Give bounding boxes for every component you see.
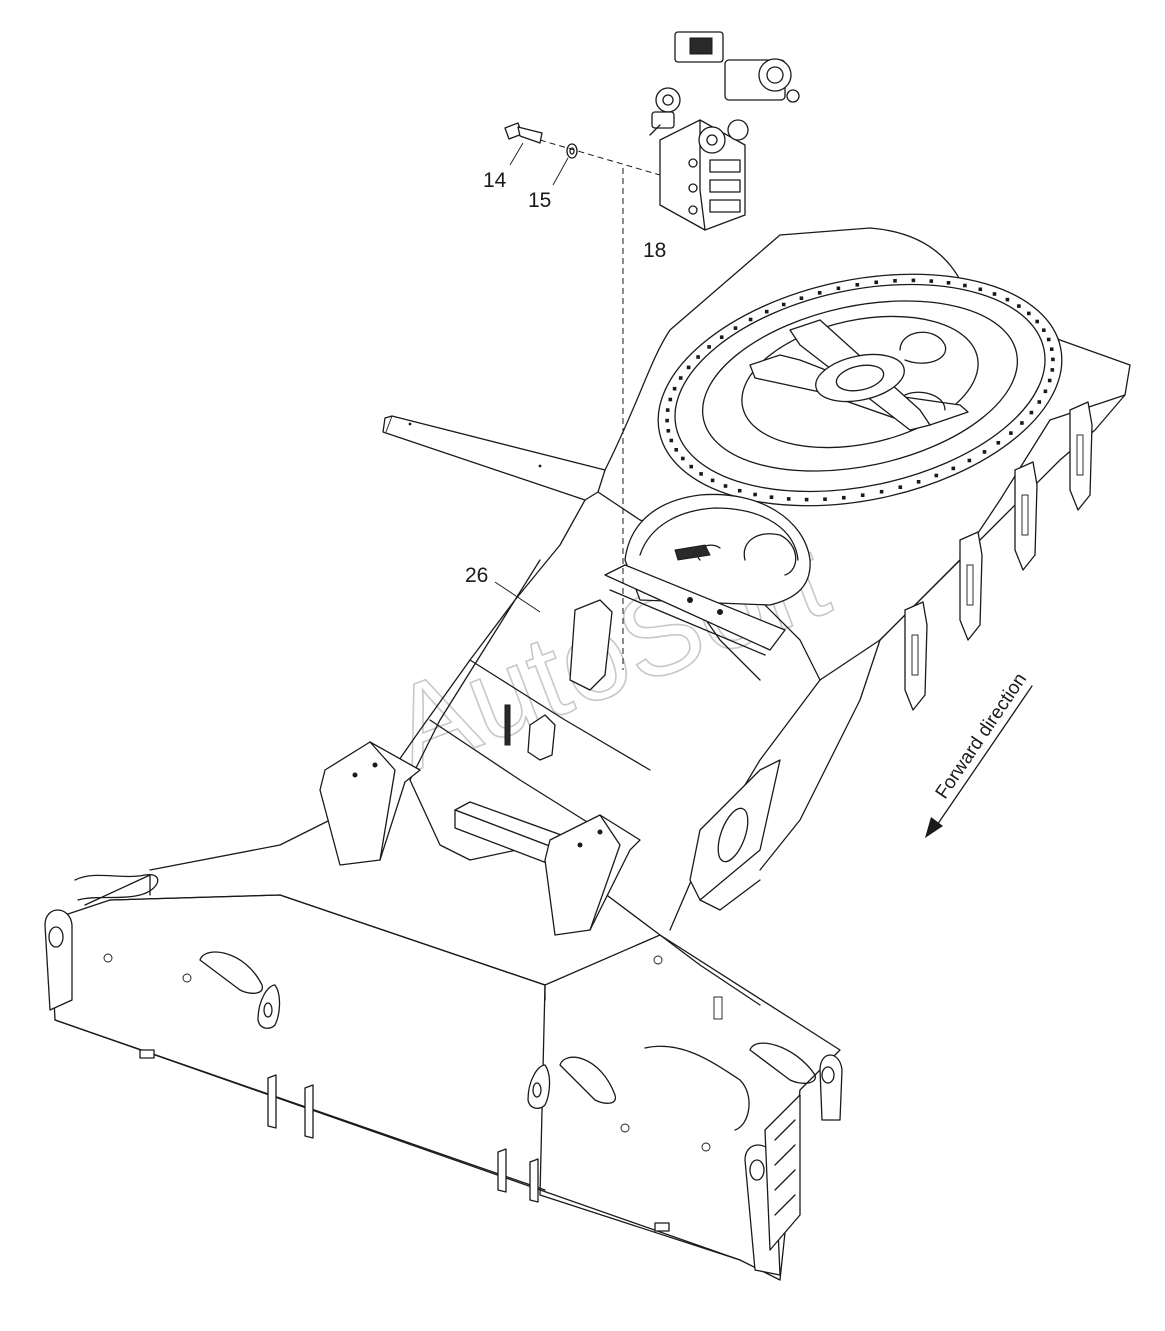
callout-15: 15 (528, 189, 551, 212)
ring-bolt-hole (769, 495, 774, 499)
centre-opening (624, 493, 811, 606)
outrigger-bracket-slot (1076, 434, 1084, 476)
ring-bolt-hole (1005, 297, 1010, 302)
ring-bolt-hole (686, 365, 691, 370)
ring-bolt-hole (1029, 410, 1034, 415)
washer-15 (566, 143, 578, 159)
mounting-towers (319, 741, 641, 936)
ring-bolt-hole (681, 456, 685, 461)
ring-bolt-hole (1043, 389, 1048, 394)
ring-bolt-hole (911, 278, 916, 283)
ring-bolt-hole (672, 386, 677, 391)
ring-bolt-hole (666, 429, 671, 433)
ring-bolt-hole (898, 485, 903, 489)
ring-bolt-hole (893, 279, 897, 283)
ring-bolt-hole (665, 418, 669, 423)
rear-cross-beam (44, 874, 843, 1281)
ring-bolt-hole (1051, 357, 1055, 362)
forward-direction-indicator: Forward direction (925, 669, 1033, 838)
ring-bolt-hole (748, 317, 753, 322)
ring-bolt-hole (753, 492, 757, 497)
ring-bolt-hole (934, 473, 939, 478)
ring-bolt-hole (817, 291, 822, 295)
ring-bolt-hole (855, 283, 860, 287)
outrigger-bracket-slot (1021, 494, 1029, 536)
ring-bolt-hole (967, 458, 972, 463)
outrigger-bracket-plate (1014, 461, 1038, 571)
bolt-axis-line (539, 139, 661, 176)
outrigger-bracket-plate (904, 601, 928, 711)
ring-bolt-hole (996, 441, 1001, 445)
ring-bolt-hole (978, 287, 983, 292)
ring-bolt-hole (733, 326, 738, 330)
ring-bolt-hole (982, 450, 987, 454)
ring-bolt-hole (1020, 421, 1024, 425)
ring-bolt-hole (992, 292, 997, 296)
ring-bolt-holes (665, 278, 1055, 502)
ring-bolt-hole (1037, 400, 1042, 404)
callout-26: 26 (465, 564, 488, 587)
ring-bolt-hole (668, 397, 673, 402)
ring-bolt-hole (874, 280, 878, 285)
cross-member (604, 564, 786, 656)
ring-bolt-hole (799, 296, 804, 300)
slewing-ring (657, 273, 1063, 507)
ring-bolt-hole (951, 466, 956, 471)
ring-bolt-hole (1046, 337, 1051, 342)
ring-bolt-hole (842, 495, 846, 500)
ring-bolt-hole (916, 480, 921, 484)
ring-bolt-hole (1017, 304, 1021, 308)
ring-bolt-hole (1035, 319, 1039, 324)
ring-bolt-hole (707, 345, 711, 349)
ring-bolt-hole (836, 286, 841, 291)
callout-18: 18 (643, 239, 666, 262)
ring-bolt-hole (665, 408, 670, 412)
ring-bolt-hole (737, 488, 742, 493)
ring-bolt-hole (674, 448, 678, 452)
ring-bolt-hole (699, 472, 703, 476)
ring-bolt-hole (1042, 328, 1046, 332)
valve-block-18 (649, 31, 800, 231)
callout-14: 14 (483, 169, 507, 192)
callout-leaders (494, 142, 569, 613)
ring-bolt-hole (879, 489, 884, 494)
outrigger-bracket-plate (959, 531, 983, 641)
forward-arrow-head-icon (925, 817, 943, 838)
ring-bolt-hole (678, 376, 683, 380)
ring-bolt-hole (823, 497, 827, 501)
ring-bolt-hole (764, 309, 769, 314)
ring-bolt-hole (710, 478, 715, 483)
ring-bolt-hole (723, 484, 728, 488)
ring-bolt-hole (689, 464, 693, 469)
rear-arm (382, 415, 606, 501)
ring-bolt-hole (1049, 347, 1054, 351)
forward-direction-label: Forward direction (932, 669, 1031, 802)
ring-bolt-hole (1050, 368, 1055, 372)
ring-bolt-hole (1009, 431, 1013, 435)
ring-bolt-hole (804, 497, 809, 502)
ring-bolt-hole (696, 355, 700, 359)
ring-bolt-hole (946, 281, 951, 285)
outrigger-bracket-slot (911, 634, 919, 676)
ring-bolt-hole (860, 493, 865, 497)
middle-brackets (504, 599, 613, 761)
bolt-14 (504, 122, 543, 144)
ring-bolt-hole (929, 279, 934, 283)
right-flange (689, 759, 781, 911)
ring-bolt-hole (1047, 378, 1052, 383)
outrigger-bracket-slot (966, 564, 974, 606)
ring-bolt-hole (963, 283, 967, 288)
ring-bolt-hole (781, 302, 786, 307)
ring-bolt-hole (1027, 311, 1031, 316)
forward-arrow-shaft (934, 685, 1033, 829)
ring-bolt-hole (669, 438, 674, 443)
right-outrigger-brackets (904, 401, 1093, 711)
ring-bolt-hole (719, 335, 724, 339)
outrigger-bracket-plate (1069, 401, 1093, 511)
ring-bolt-hole (786, 497, 791, 501)
